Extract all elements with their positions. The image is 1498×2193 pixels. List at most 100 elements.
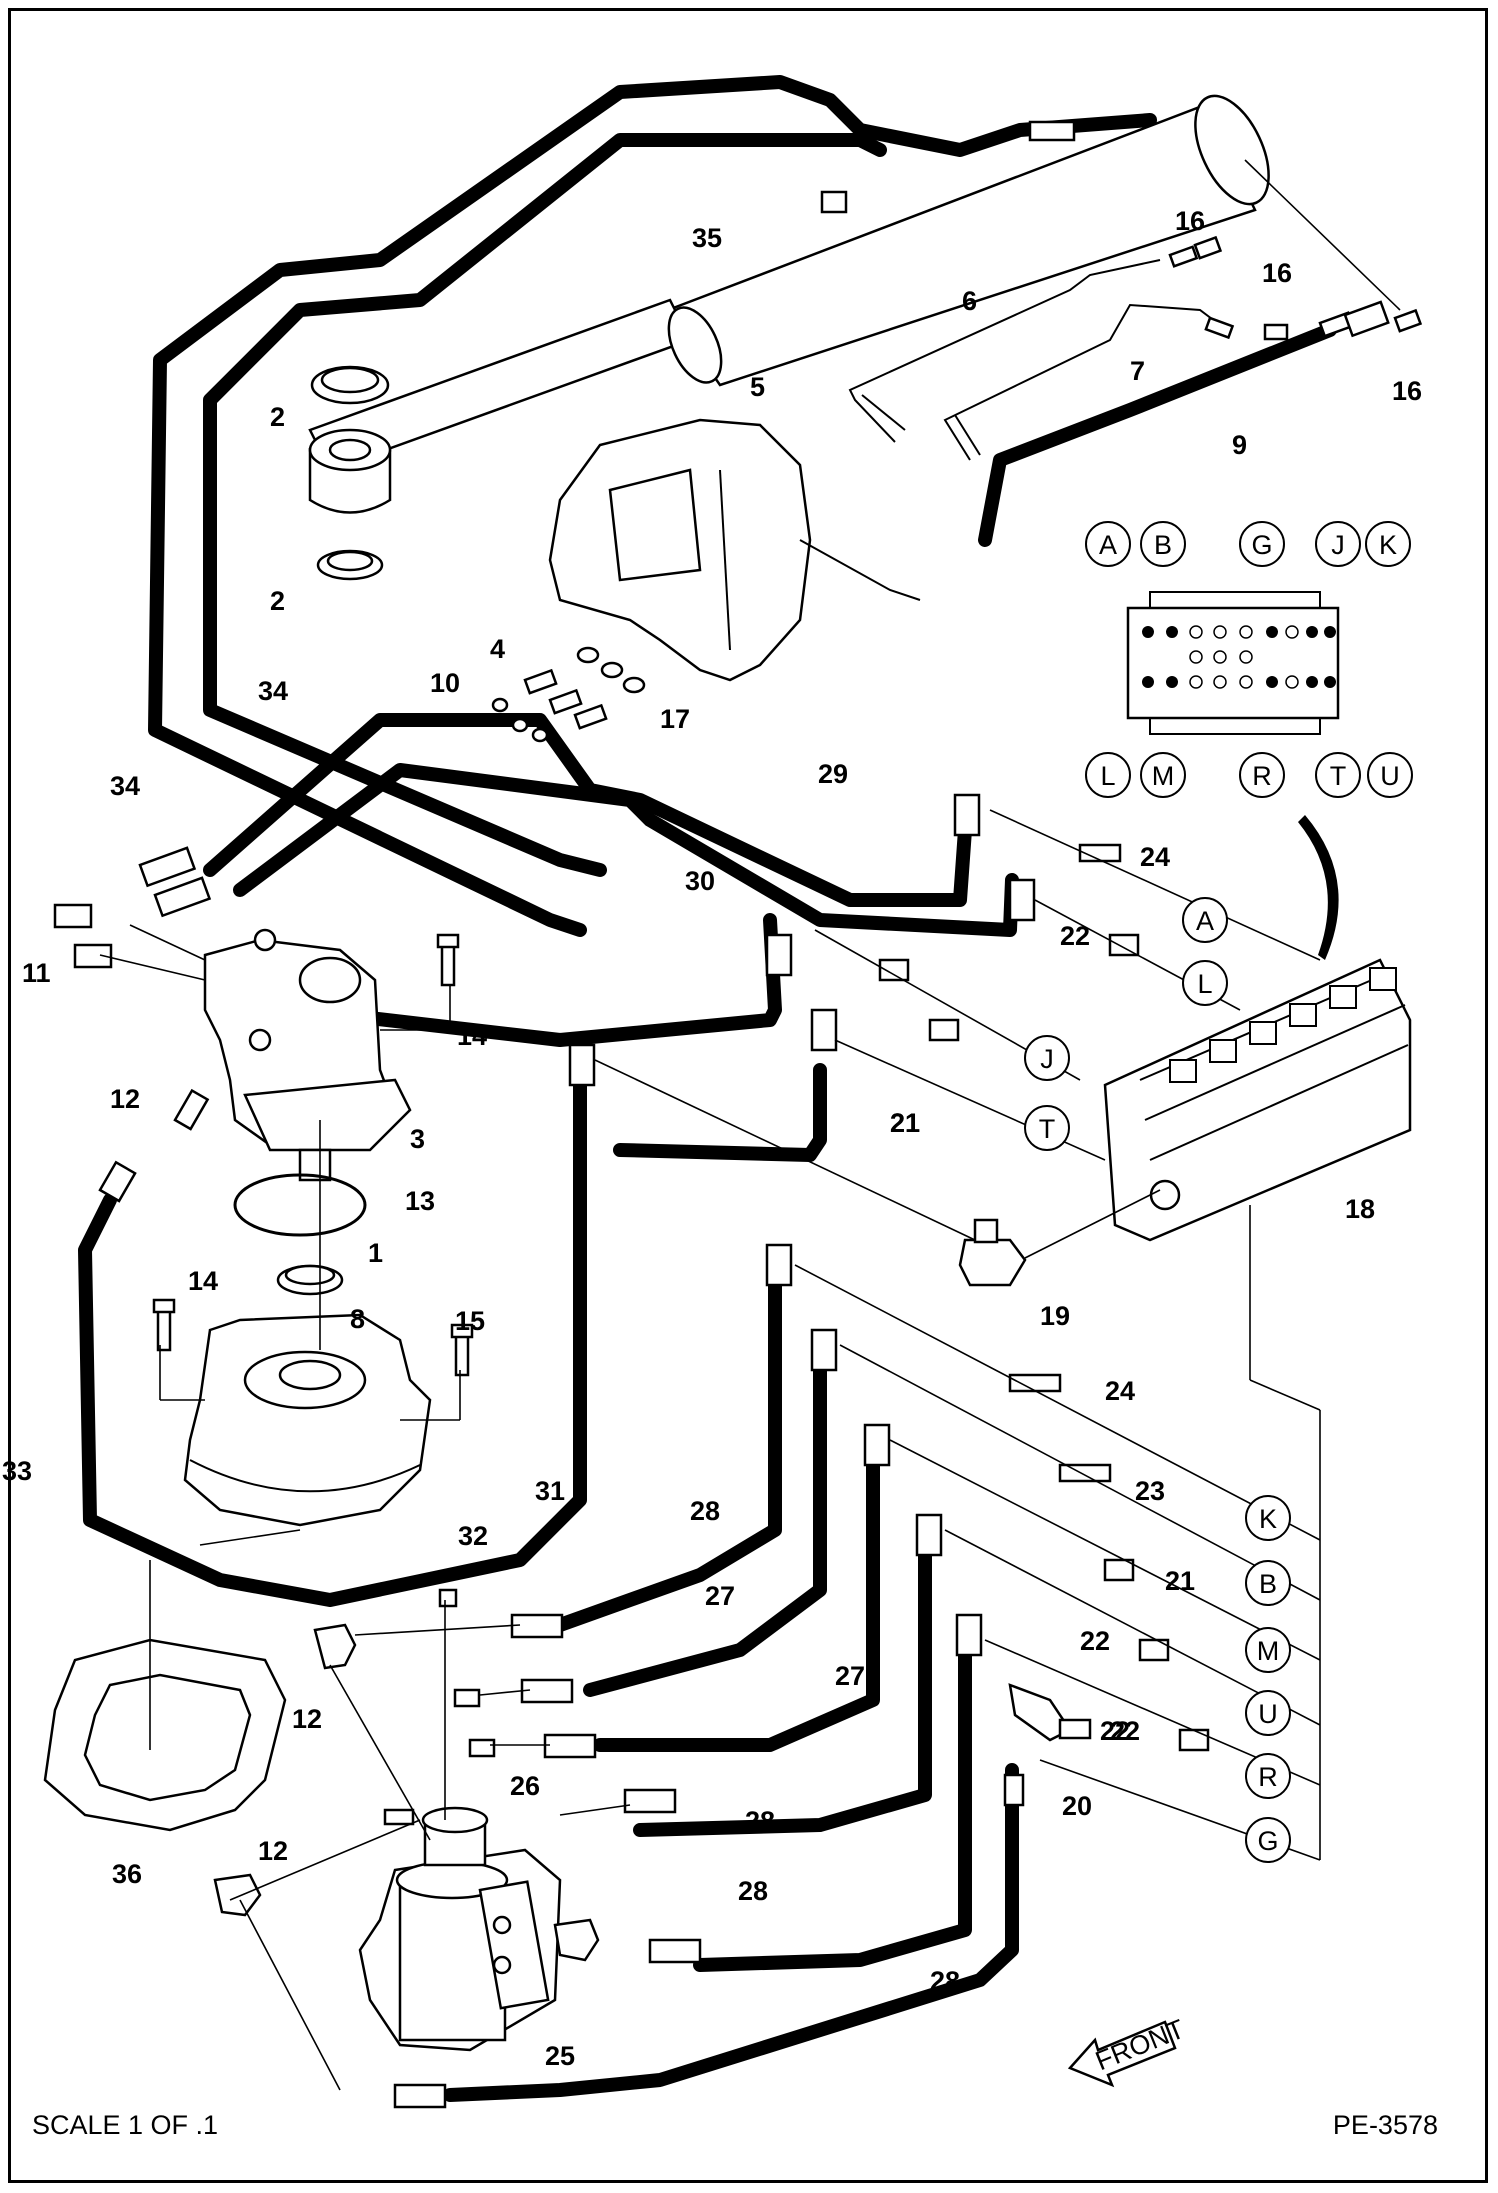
port-circle	[1367, 752, 1413, 798]
bearing-1	[276, 1264, 344, 1296]
port-bubble-T: T	[1315, 752, 1361, 798]
callout-14: 14	[457, 1021, 487, 1051]
callout-16: 16	[1392, 376, 1422, 406]
port-circle	[1182, 960, 1228, 1006]
callout-7: 7	[1130, 356, 1145, 386]
callout-19: 19	[1040, 1301, 1070, 1331]
fitting-19	[958, 1218, 1027, 1287]
callout-14: 14	[188, 1266, 218, 1296]
swing-motor-3	[203, 928, 412, 1182]
port-bubble-J: J	[1024, 1035, 1070, 1081]
diagram-border	[8, 8, 1488, 2183]
callout-34: 34	[110, 771, 140, 801]
callout-27: 27	[705, 1581, 735, 1611]
callout-12: 12	[110, 1084, 140, 1114]
callout-33: 33	[2, 1456, 32, 1486]
port-bubble-B: B	[1245, 1560, 1291, 1606]
port-bubble-A: A	[1182, 897, 1228, 943]
callout-4: 4	[490, 634, 505, 664]
port-bubble-G: G	[1245, 1817, 1291, 1863]
port-circle	[1024, 1105, 1070, 1151]
port-letter: B	[1154, 530, 1172, 560]
port-letter: J	[1331, 530, 1345, 560]
callout-22: 22	[1100, 1716, 1130, 1746]
port-bubble-M: M	[1245, 1627, 1291, 1673]
port-bubble-U: U	[1245, 1690, 1291, 1736]
port-bubble-B: B	[1140, 521, 1186, 567]
swivel-fittings	[213, 1588, 1092, 1962]
callout-2: 2	[270, 402, 285, 432]
callout-25: 25	[545, 2041, 575, 2071]
callout-29: 29	[818, 759, 848, 789]
callout-1: 1	[368, 1238, 383, 1268]
port-letter: U	[1258, 1699, 1278, 1729]
port-letter: U	[1380, 761, 1400, 791]
scale-label: SCALE 1 OF .1	[32, 2110, 219, 2140]
port-circle	[1245, 1817, 1291, 1863]
swivel-25	[358, 1806, 562, 2052]
callout-18: 18	[1345, 1194, 1375, 1224]
callout-11: 11	[22, 958, 51, 988]
port-letter: T	[1330, 761, 1347, 791]
port-bubble-L: L	[1085, 752, 1131, 798]
callout-21: 21	[890, 1108, 920, 1138]
port-bubble-K: K	[1365, 521, 1411, 567]
drawing-number: PE-3578	[1332, 2110, 1438, 2140]
callout-24: 24	[1140, 842, 1170, 872]
callout-22: 22	[1110, 1716, 1140, 1746]
port-letter: T	[1039, 1114, 1056, 1144]
bolts	[152, 933, 474, 1377]
port-letter: R	[1258, 1762, 1278, 1792]
port-circle	[1245, 1560, 1291, 1606]
port-circle	[1024, 1035, 1070, 1081]
callout-30: 30	[685, 866, 715, 896]
port-bubble-J: J	[1315, 521, 1361, 567]
clevis-2	[308, 365, 392, 581]
callout-32: 32	[458, 1521, 488, 1551]
callout-35: 35	[692, 223, 722, 253]
port-circle	[1085, 752, 1131, 798]
fittings-4-10-17	[491, 646, 646, 743]
port-circle	[1140, 752, 1186, 798]
callout-6: 6	[962, 286, 977, 316]
callout-10: 10	[430, 668, 460, 698]
port-bubble-R: R	[1239, 752, 1285, 798]
callout-21: 21	[1165, 1566, 1195, 1596]
callout-20: 20	[1062, 1791, 1092, 1821]
valve-port-schematic	[1126, 591, 1340, 735]
port-letter: M	[1257, 1636, 1280, 1666]
port-bubble-R: R	[1245, 1753, 1291, 1799]
port-letter: G	[1257, 1826, 1278, 1856]
callout-12: 12	[258, 1836, 288, 1866]
callout-16: 16	[1175, 206, 1205, 236]
front-arrow: FRONT	[1067, 2014, 1189, 2088]
callout-15: 15	[455, 1306, 485, 1336]
callout-28: 28	[745, 1806, 775, 1836]
cylinder-5	[308, 94, 1270, 472]
port-circle	[1245, 1495, 1291, 1541]
gearbox-8	[183, 1313, 432, 1527]
port-circle	[1245, 1753, 1291, 1799]
control-valve-18	[1103, 958, 1412, 1242]
callout-17: 17	[660, 704, 690, 734]
oring-13	[233, 1173, 367, 1237]
port-circle	[1365, 521, 1411, 567]
port-letter: L	[1197, 969, 1212, 999]
port-letter: M	[1152, 761, 1175, 791]
port-circle	[1245, 1627, 1291, 1673]
hose-28-27-29	[443, 1258, 1019, 2102]
port-letter: K	[1379, 530, 1397, 560]
callout-28: 28	[690, 1496, 720, 1526]
gasket-36	[43, 1638, 287, 1832]
hose-32	[78, 1043, 587, 1607]
port-bubble-L: L	[1182, 960, 1228, 1006]
callout-36: 36	[112, 1859, 142, 1889]
port-circle	[1182, 897, 1228, 943]
callout-27: 27	[835, 1661, 865, 1691]
port-letter: A	[1099, 530, 1117, 560]
port-bubble-G: G	[1239, 521, 1285, 567]
callout-3: 3	[410, 1124, 425, 1154]
port-letter: R	[1252, 761, 1272, 791]
callout-9: 9	[1232, 430, 1247, 460]
